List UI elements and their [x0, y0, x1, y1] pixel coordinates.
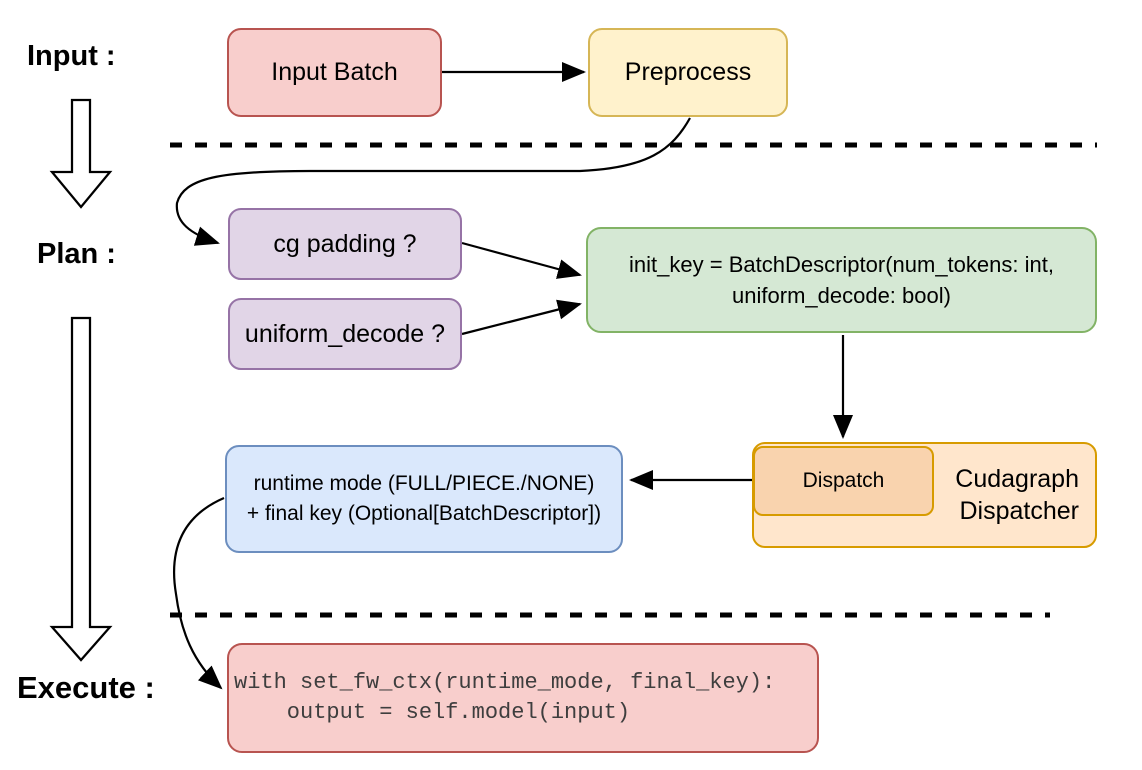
execute-code-line-2: output = self.model(input)	[234, 700, 631, 725]
connector-uniform-decode-to-init-key	[461, 299, 582, 336]
init-key-line-2: uniform_decode: bool)	[732, 283, 951, 308]
runtime-mode-line-1: runtime mode (FULL/PIECE./NONE)	[253, 472, 595, 495]
connector-preprocess-to-cg-padding	[175, 117, 691, 246]
cudagraph-dispatcher-line-1: Cudagraph	[955, 465, 1079, 493]
plan-phase-label: Plan :	[37, 238, 116, 270]
init-key-line-1: init_key = BatchDescriptor(num_tokens: i…	[629, 252, 1054, 277]
input-batch-node: Input Batch	[227, 28, 442, 117]
preprocess-node: Preprocess	[588, 28, 788, 117]
dispatch-node: Dispatch	[753, 446, 934, 516]
cudagraph-dispatcher-line-2: Dispatcher	[959, 497, 1080, 525]
input-to-plan-arrow	[49, 98, 113, 209]
runtime-mode-line-2: + final key (Optional[BatchDescriptor])	[246, 502, 602, 525]
input-phase-label: Input :	[27, 40, 116, 72]
cg-padding-node: cg padding ?	[228, 208, 462, 280]
connector-runtime-mode-to-execute-code	[172, 496, 225, 690]
execute-code-node: with set_fw_ctx(runtime_mode, final_key)…	[227, 643, 819, 753]
uniform-decode-node: uniform_decode ?	[228, 298, 462, 370]
init-key-node: init_key = BatchDescriptor(num_tokens: i…	[586, 227, 1097, 333]
execute-code-line-1: with set_fw_ctx(runtime_mode, final_key)…	[234, 670, 776, 695]
connector-cg-padding-to-init-key	[461, 241, 582, 279]
plan-to-execute-arrow	[49, 316, 113, 662]
runtime-mode-node: runtime mode (FULL/PIECE./NONE) + final …	[225, 445, 623, 553]
execute-phase-label: Execute :	[17, 670, 155, 705]
